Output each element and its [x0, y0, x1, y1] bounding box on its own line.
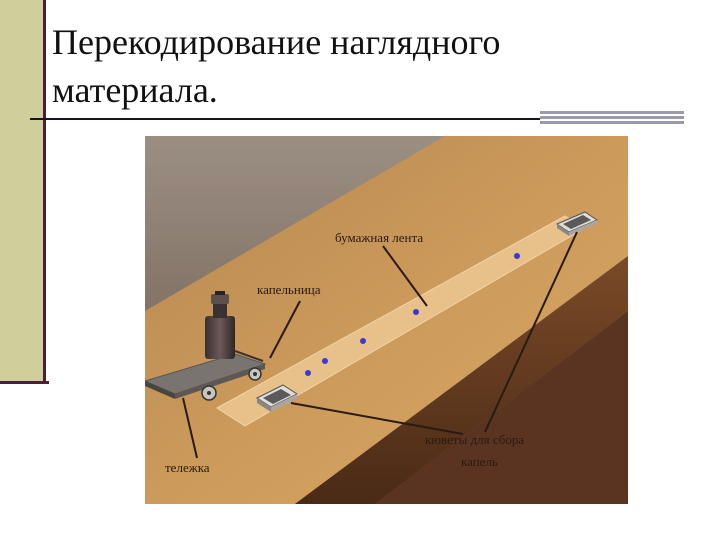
- left-accent-bar-base: [0, 381, 49, 384]
- drop: [413, 309, 419, 315]
- label-cuvettes-line1: кюветы для сбора: [425, 432, 524, 447]
- left-accent-bar: [0, 0, 46, 384]
- drops: [305, 253, 520, 376]
- pointer-cart: [182, 397, 198, 459]
- label-cuvettes-line2: капель: [461, 454, 498, 469]
- pointer-cuvette-left: [290, 402, 464, 435]
- drop: [360, 338, 366, 344]
- pointer-tape: [382, 245, 428, 307]
- pointer-cuvette-right: [484, 231, 578, 433]
- drop: [305, 370, 311, 376]
- pointer-lines: [182, 231, 578, 459]
- title-underline-accent: [540, 111, 684, 126]
- label-cart: тележка: [165, 460, 210, 475]
- experiment-svg: бумажная лента капельница кюветы для сбо…: [145, 136, 628, 504]
- pointer-dropper: [269, 300, 301, 359]
- table-edge: [295, 256, 628, 504]
- label-dropper: капельница: [257, 282, 321, 297]
- table-shadow: [375, 311, 628, 504]
- cuvette-left: [255, 384, 299, 412]
- slide-title: Перекодирование наглядного материала.: [52, 22, 501, 110]
- dropper-bottle: [205, 291, 264, 362]
- title-underline: [30, 118, 540, 120]
- experiment-illustration: бумажная лента капельница кюветы для сбо…: [145, 136, 628, 504]
- cart: [145, 353, 267, 401]
- drop: [322, 358, 328, 364]
- label-paper-tape: бумажная лента: [335, 230, 423, 245]
- drop: [514, 253, 520, 259]
